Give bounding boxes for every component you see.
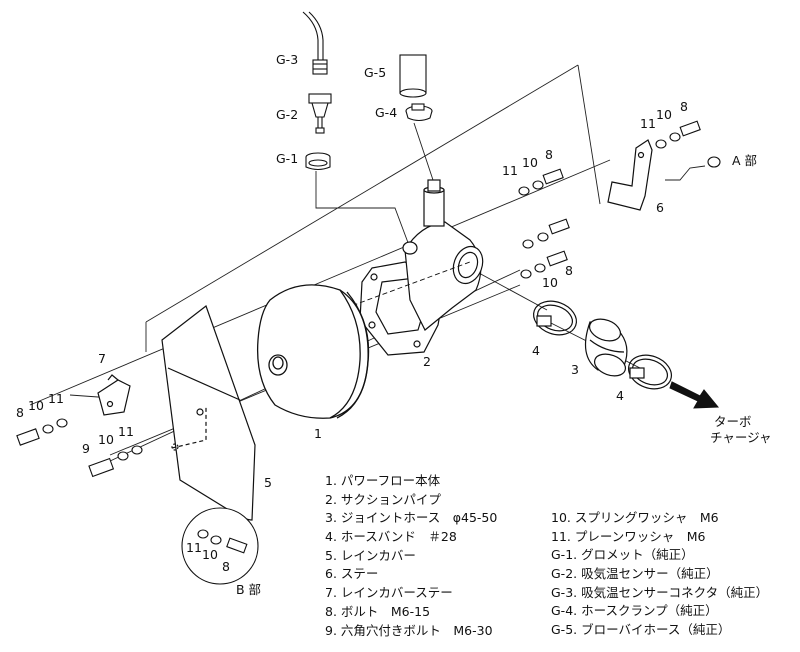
label-l-8: 8 xyxy=(16,405,24,420)
blowby-hose-g5 xyxy=(399,54,427,98)
hose-band-upper xyxy=(533,300,577,336)
parts-legend-left: 1. パワーフロー本体 2. サクションパイプ 3. ジョイントホース φ45-… xyxy=(325,472,497,640)
parts-legend-right: 10. スプリングワッシャ M6 11. プレーンワッシャ M6 G-1. グロ… xyxy=(551,509,768,640)
label-l-10: 10 xyxy=(28,398,44,413)
hose-band-lower xyxy=(628,354,672,390)
label-g5: G-5 xyxy=(364,65,386,80)
label-a-part: A 部 xyxy=(732,153,757,168)
label-g1: G-1 xyxy=(276,151,298,166)
label-n7: 7 xyxy=(98,351,106,366)
label-turbo-2: チャージャ xyxy=(710,430,772,445)
stay-bracket xyxy=(607,139,653,211)
legend-item-2: 2. サクションパイプ xyxy=(325,491,441,507)
fastener-set-mid-lower xyxy=(520,250,568,279)
hose-clamp-g4 xyxy=(405,103,433,122)
label-tr-11: 11 xyxy=(640,116,656,131)
label-n3: 3 xyxy=(571,362,579,377)
label-b-11: 11 xyxy=(186,540,202,555)
legend-item-8: 8. ボルト M6-15 xyxy=(325,603,431,619)
hidden-center-line xyxy=(299,261,471,326)
fastener-set-centre xyxy=(518,168,564,196)
joint-hose xyxy=(584,318,628,377)
label-b-8: 8 xyxy=(222,559,230,574)
a-part-mount-hole xyxy=(707,156,721,168)
label-tr-10: 10 xyxy=(656,107,672,122)
label-l2-11: 11 xyxy=(118,424,134,439)
label-g3: G-3 xyxy=(276,52,298,67)
label-mid-8: 8 xyxy=(565,263,573,278)
legend-item-11: 11. プレーンワッシャ M6 xyxy=(551,528,706,544)
air-filter-body xyxy=(256,284,370,419)
assembly-guide-lines xyxy=(29,64,706,463)
legend-item-9: 9. 六角穴付きボルト M6-30 xyxy=(325,622,493,638)
label-n1: 1 xyxy=(314,426,322,441)
label-l2-10: 10 xyxy=(98,432,114,447)
suction-pipe xyxy=(359,179,484,356)
sensor-connector-g3 xyxy=(302,11,328,75)
label-n4b: 4 xyxy=(616,388,624,403)
label-b-part: B 部 xyxy=(236,582,261,597)
label-b-10: 10 xyxy=(202,547,218,562)
label-turbo-1: ターボ xyxy=(714,414,752,429)
turbo-direction-arrow xyxy=(669,381,720,409)
label-g4: G-4 xyxy=(375,105,397,120)
label-tr-8: 8 xyxy=(680,99,688,114)
fastener-set-left-lower xyxy=(88,445,143,478)
legend-item-10: 10. スプリングワッシャ M6 xyxy=(551,510,719,525)
label-n5: 5 xyxy=(264,475,272,490)
label-ctr-10: 10 xyxy=(522,155,538,170)
legend-item-4: 4. ホースバンド ＃28 xyxy=(325,529,457,545)
legend-item-6: 6. ステー xyxy=(325,566,379,582)
legend-item-g5: G-5. ブローバイホース（純正） xyxy=(551,622,731,638)
intake-temp-sensor-g2 xyxy=(308,93,332,134)
label-ctr-8: 8 xyxy=(545,147,553,162)
fastener-set-top-right xyxy=(655,120,701,149)
label-n2: 2 xyxy=(423,354,431,369)
label-ctr-11: 11 xyxy=(502,163,518,178)
legend-item-7: 7. レインカバーステー xyxy=(325,585,453,601)
label-g2: G-2 xyxy=(276,107,298,122)
legend-item-g1: G-1. グロメット（純正） xyxy=(551,547,694,563)
legend-item-g2: G-2. 吸気温センサー（純正） xyxy=(551,566,719,582)
legend-item-g3: G-3. 吸気温センサーコネクタ（純正） xyxy=(551,584,769,600)
legend-item-5: 5. レインカバー xyxy=(325,547,416,563)
callout-labels: G-3 G-5 G-2 G-4 G-1 A 部 11 10 8 11 10 8 … xyxy=(16,52,772,597)
label-n4a: 4 xyxy=(532,343,540,358)
label-l-11: 11 xyxy=(48,391,64,406)
grommet-g1 xyxy=(305,152,331,171)
label-mid-10: 10 xyxy=(542,275,558,290)
legend-item-1: 1. パワーフロー本体 xyxy=(325,473,441,488)
b-part-detail xyxy=(181,507,259,585)
fastener-set-left-upper xyxy=(16,418,68,446)
rain-cover xyxy=(161,305,256,521)
label-l2-9: 9 xyxy=(82,441,90,456)
rain-cover-stay xyxy=(97,374,131,416)
fastener-set-mid-upper xyxy=(522,218,570,249)
label-n6: 6 xyxy=(656,200,664,215)
legend-item-g4: G-4. ホースクランプ（純正） xyxy=(551,603,718,619)
legend-item-3: 3. ジョイントホース φ45-50 xyxy=(325,510,498,526)
